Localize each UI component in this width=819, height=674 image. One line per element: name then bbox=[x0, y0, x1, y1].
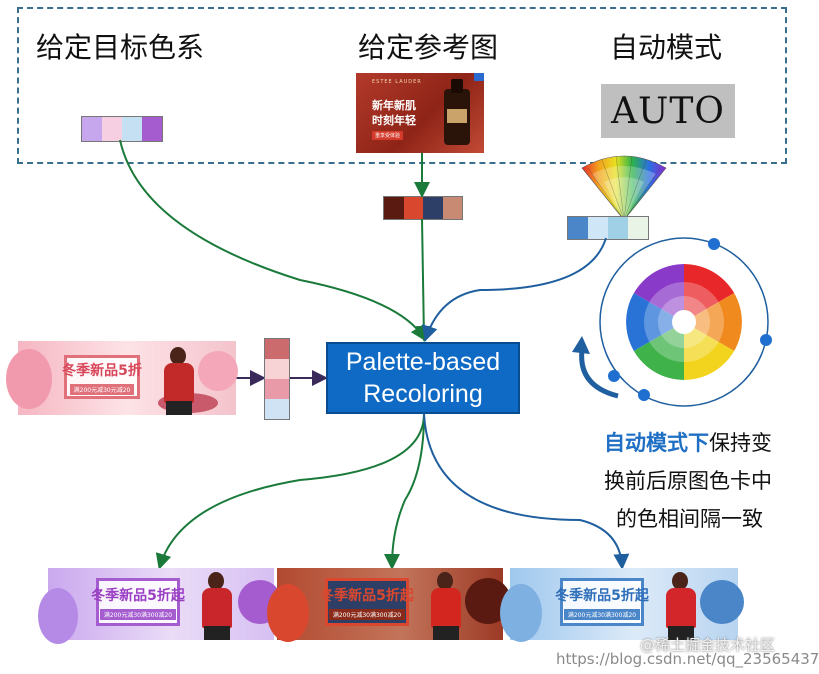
center-box-line2: Recoloring bbox=[363, 380, 483, 408]
note-line3: 的色相间隔一致 bbox=[616, 507, 763, 531]
input-palette-swatch bbox=[264, 338, 290, 420]
output-banner-title: 冬季新品5折起 bbox=[91, 587, 185, 604]
model-body bbox=[164, 363, 194, 403]
model-skirt bbox=[166, 401, 192, 415]
palette-color-cell bbox=[265, 339, 289, 359]
balloon-decor bbox=[198, 351, 238, 391]
model-body bbox=[202, 588, 232, 628]
palette-color-cell bbox=[142, 117, 162, 141]
palette-color-cell bbox=[568, 217, 588, 239]
palette-color-cell bbox=[384, 197, 404, 219]
auto-palette-swatch bbox=[567, 216, 649, 240]
output-banner-sub: 满200元减30满300减20 bbox=[99, 608, 177, 620]
model-body bbox=[431, 588, 461, 628]
palette-color-cell bbox=[265, 359, 289, 379]
palette-color-cell bbox=[608, 217, 628, 239]
center-box-line1: Palette-based bbox=[345, 348, 501, 376]
balloon-decor bbox=[38, 588, 78, 644]
output-banner-frame: 冬季新品5折起 满200元减30满300减20 bbox=[555, 578, 649, 626]
palette-color-cell bbox=[423, 197, 443, 219]
output-banner-frame: 冬季新品5折起 满200元减30满300减20 bbox=[320, 578, 414, 626]
palette-color-cell bbox=[122, 117, 142, 141]
input-banner-sub: 满200元减30元减20 bbox=[69, 383, 135, 395]
target-palette-heading: 给定目标色系 bbox=[36, 31, 205, 64]
note-line1: 自动模式下保持变 bbox=[604, 424, 772, 462]
model-head bbox=[208, 572, 224, 590]
note-highlight: 自动模式下 bbox=[604, 431, 709, 455]
input-banner: 冬季新品5折 满200元减30元减20 bbox=[6, 341, 238, 415]
note-line2: 换前后原图色卡中 bbox=[604, 469, 772, 493]
input-banner-frame: 冬季新品5折 满200元减30元减20 bbox=[62, 355, 142, 399]
color-fan-icon bbox=[581, 155, 667, 221]
palette-color-cell bbox=[588, 217, 608, 239]
watermark-csdn: https://blog.csdn.net/qq_23565437 bbox=[556, 650, 819, 668]
output-banner-auto: 冬季新品5折起 满200元减30满300减20 bbox=[500, 568, 744, 642]
balloon-decor bbox=[500, 584, 542, 642]
palette-color-cell bbox=[82, 117, 102, 141]
reference-brand-text: ESTEE LAUDER bbox=[372, 79, 422, 85]
output-banner-title: 冬季新品5折起 bbox=[320, 587, 414, 604]
balloon-decor bbox=[6, 349, 52, 409]
output-banner-reference: 冬季新品5折起 满200元减30满300减20 bbox=[267, 568, 511, 642]
reference-image: ESTEE LAUDER 新年新肌 时刻年轻 重享受体验 bbox=[356, 73, 484, 153]
auto-mode-box: AUTO bbox=[601, 84, 735, 138]
output-banner-frame: 冬季新品5折起 满200元减30满300减20 bbox=[91, 578, 185, 626]
palette-recoloring-box: Palette-based Recoloring bbox=[326, 342, 520, 414]
reference-image-heading: 给定参考图 bbox=[358, 31, 499, 64]
palette-color-cell bbox=[265, 399, 289, 419]
watermark-juejin: @稀土掘金技术社区 bbox=[640, 636, 776, 654]
balloon-decor bbox=[267, 584, 309, 642]
reference-line2: 时刻年轻 bbox=[372, 114, 416, 127]
model-skirt bbox=[433, 626, 459, 640]
target-palette-swatch bbox=[81, 116, 163, 142]
model-head bbox=[437, 572, 453, 590]
model-body bbox=[666, 588, 696, 628]
output-banner-sub: 满200元减30满300减20 bbox=[563, 608, 641, 620]
model-skirt bbox=[204, 626, 230, 640]
inputs-dashed-box bbox=[17, 7, 787, 164]
palette-color-cell bbox=[628, 217, 648, 239]
palette-color-cell bbox=[403, 197, 423, 219]
model-skirt bbox=[668, 626, 694, 640]
reference-button: 重享受体验 bbox=[372, 131, 404, 140]
palette-color-cell bbox=[265, 379, 289, 399]
auto-mode-note: 自动模式下保持变 换前后原图色卡中 的色相间隔一致 bbox=[604, 424, 772, 538]
color-wheel-diagram bbox=[572, 237, 772, 407]
output-banner-sub: 满200元减30满300减20 bbox=[328, 608, 406, 620]
input-banner-title: 冬季新品5折 bbox=[62, 362, 142, 379]
palette-color-cell bbox=[442, 197, 462, 219]
balloon-decor bbox=[700, 580, 744, 624]
model-head bbox=[672, 572, 688, 590]
output-banner-target: 冬季新品5折起 满200元减30满300减20 bbox=[38, 568, 282, 644]
corner-tag bbox=[474, 73, 484, 81]
serum-label bbox=[447, 109, 467, 123]
serum-cap bbox=[451, 79, 463, 93]
note-line1-rest: 保持变 bbox=[709, 431, 772, 455]
palette-color-cell bbox=[102, 117, 122, 141]
auto-mode-heading: 自动模式 bbox=[610, 31, 723, 64]
reference-line1: 新年新肌 bbox=[372, 99, 416, 112]
model-head bbox=[170, 347, 186, 365]
output-banner-title: 冬季新品5折起 bbox=[555, 587, 649, 604]
